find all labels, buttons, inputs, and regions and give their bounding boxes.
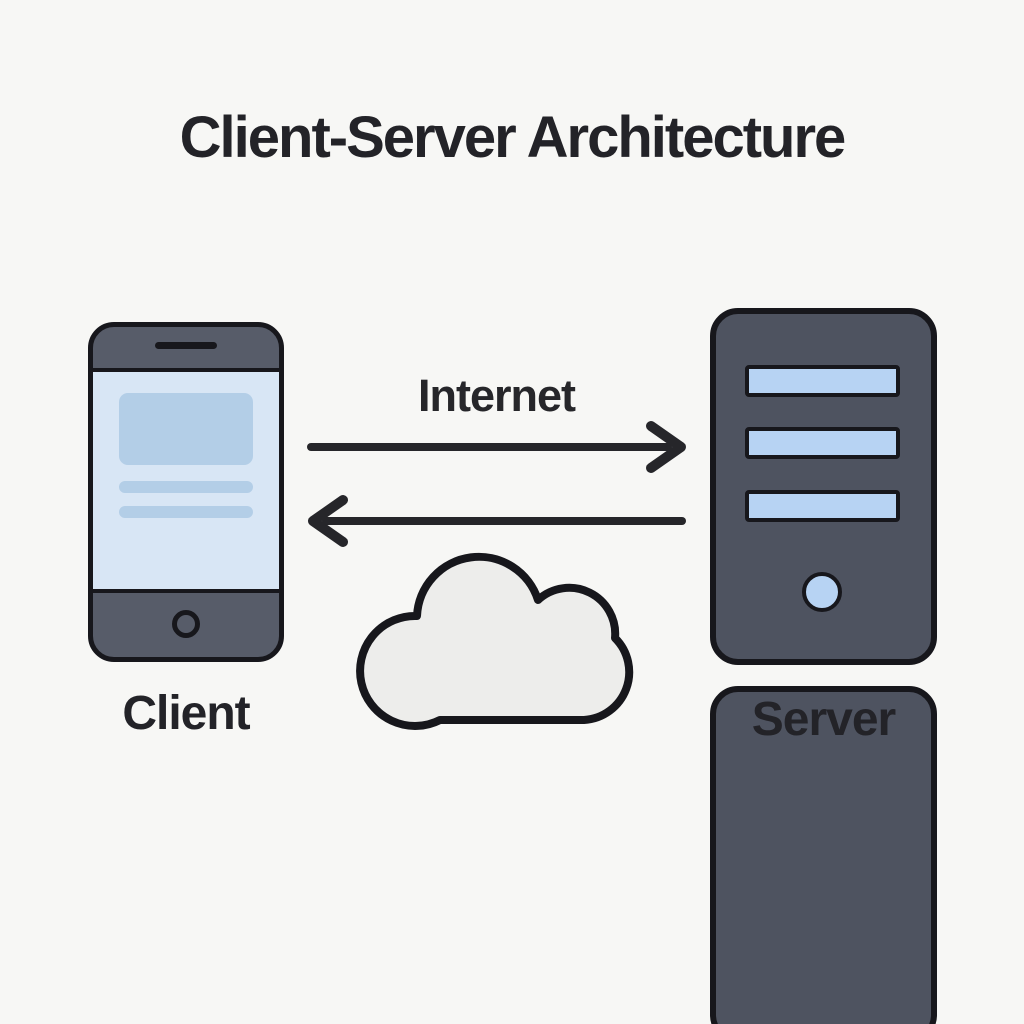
server-tower-icon <box>710 308 937 665</box>
cloud-icon <box>356 552 634 730</box>
screen-text-line <box>119 506 253 518</box>
server-power-led <box>802 572 842 612</box>
server-drive-bay <box>745 490 900 522</box>
client-label: Client <box>122 687 250 740</box>
screen-content-card <box>119 393 253 465</box>
phone-home-button <box>172 610 200 638</box>
arrow-right-icon <box>307 421 686 473</box>
page-title: Client-Server Architecture <box>179 105 847 170</box>
arrow-left-icon <box>308 495 686 547</box>
phone-screen <box>93 368 279 593</box>
connection-label: Internet <box>417 370 576 421</box>
server-drive-bay <box>745 365 900 397</box>
smartphone-icon <box>88 322 284 662</box>
screen-text-line <box>119 481 253 493</box>
phone-speaker <box>155 342 217 349</box>
server-drive-bay <box>745 427 900 459</box>
server-label: Server <box>710 686 937 1024</box>
